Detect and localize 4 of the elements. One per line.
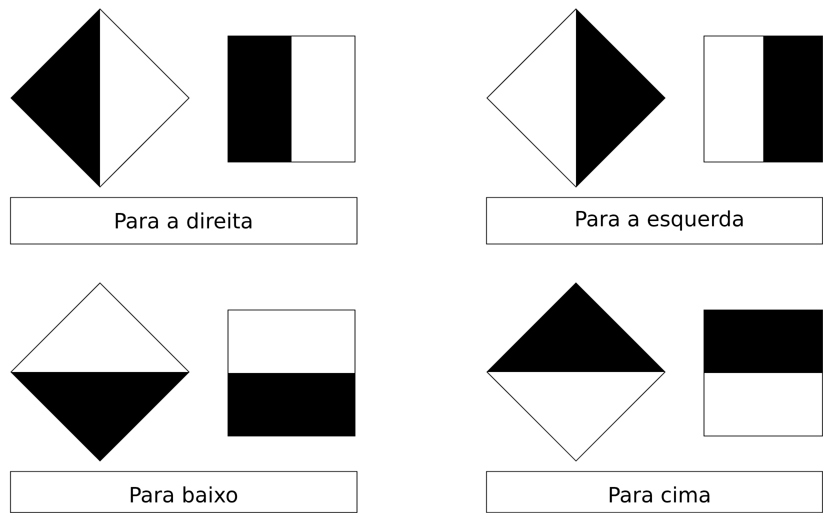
label-box: Para cima bbox=[486, 471, 823, 513]
label-box: Para a direita bbox=[10, 197, 358, 244]
label-box: Para a esquerda bbox=[486, 197, 823, 244]
label-box: Para baixo bbox=[10, 471, 358, 513]
